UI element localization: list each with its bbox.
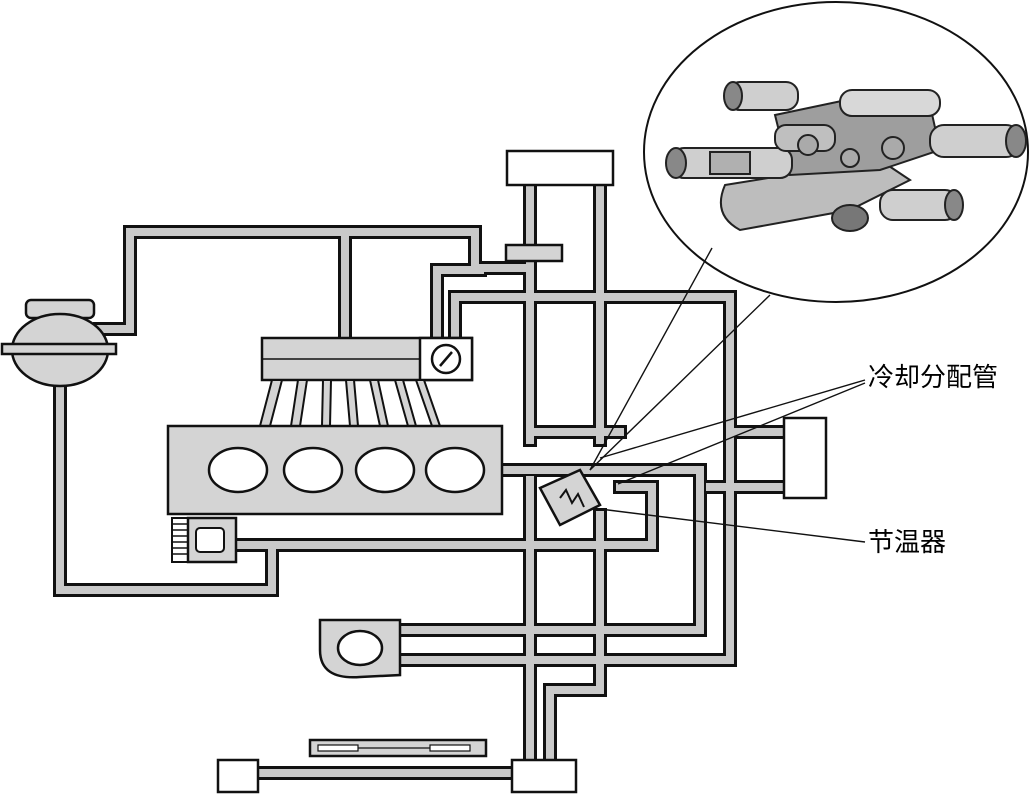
manifold-tubes <box>258 379 442 427</box>
radiator <box>216 738 578 794</box>
water-pump <box>171 516 238 564</box>
distribution-pipe-illustration <box>665 81 1027 232</box>
engine-block <box>166 424 504 516</box>
cylinder-1 <box>207 446 269 494</box>
cylinder-3 <box>354 446 416 494</box>
label-thermostat-group: 节温器 <box>599 508 946 558</box>
thermostat <box>538 468 602 527</box>
label-distribution-pipe-group: 冷却分配管 <box>599 363 998 485</box>
zoom-callout <box>589 1 1029 471</box>
top-reservoir <box>505 149 615 187</box>
label-distribution-pipe: 冷却分配管 <box>868 363 998 393</box>
temperature-gauge-icon <box>430 343 462 375</box>
label-thermostat: 节温器 <box>868 528 946 558</box>
top-valve <box>504 243 564 263</box>
heater-core <box>782 416 828 500</box>
oil-cooler <box>318 618 402 679</box>
cylinder-4 <box>424 446 486 494</box>
expansion-tank <box>0 298 118 388</box>
cylinder-2 <box>282 446 344 494</box>
